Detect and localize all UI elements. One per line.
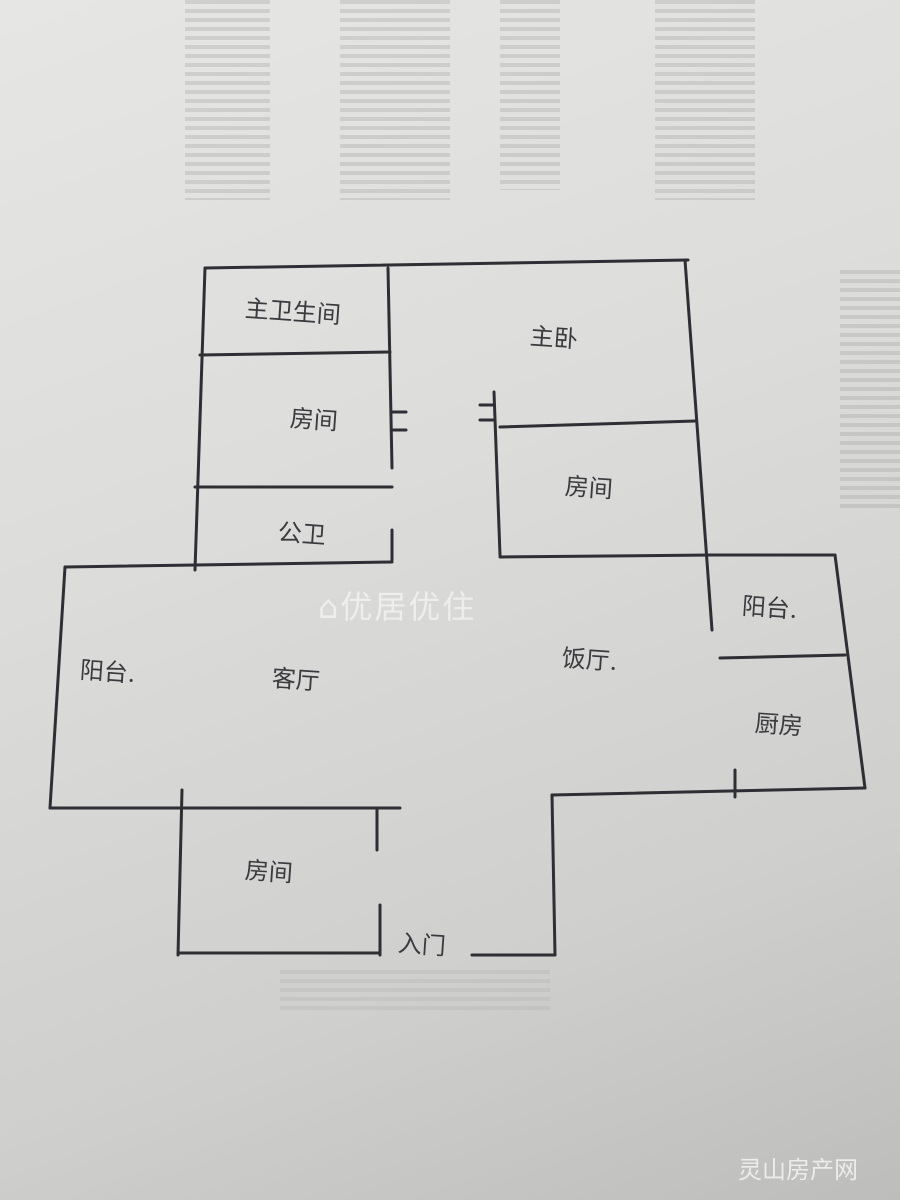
walls [48,258,867,957]
label-bedroom-3: 房间 [243,856,294,888]
label-dining-room: 饭厅. [560,644,619,676]
watermark-corner: 灵山房产网 [738,1156,858,1184]
paper-bleed-through [185,0,270,200]
label-public-bath: 公卫 [276,518,327,550]
paper-bleed-through [280,970,550,1010]
label-bedroom-2: 房间 [563,472,614,504]
label-master-bath: 主卫生间 [243,294,342,330]
label-kitchen: 厨房 [753,709,804,741]
label-master-bedroom: 主卧 [528,322,579,354]
paper-bleed-through [500,0,560,190]
paper-bleed-through [340,0,450,200]
label-bedroom-1: 房间 [288,404,339,436]
label-living-room: 客厅 [270,664,321,696]
paper-bleed-through [840,270,900,510]
watermark-center: ⌂优居优住 [318,588,477,626]
label-balcony-left: 阳台. [78,656,137,688]
paper-bleed-through [655,0,755,200]
house-logo-icon: ⌂ [318,588,341,626]
label-entrance: 入门 [396,929,447,961]
label-balcony-right: 阳台. [740,592,799,624]
